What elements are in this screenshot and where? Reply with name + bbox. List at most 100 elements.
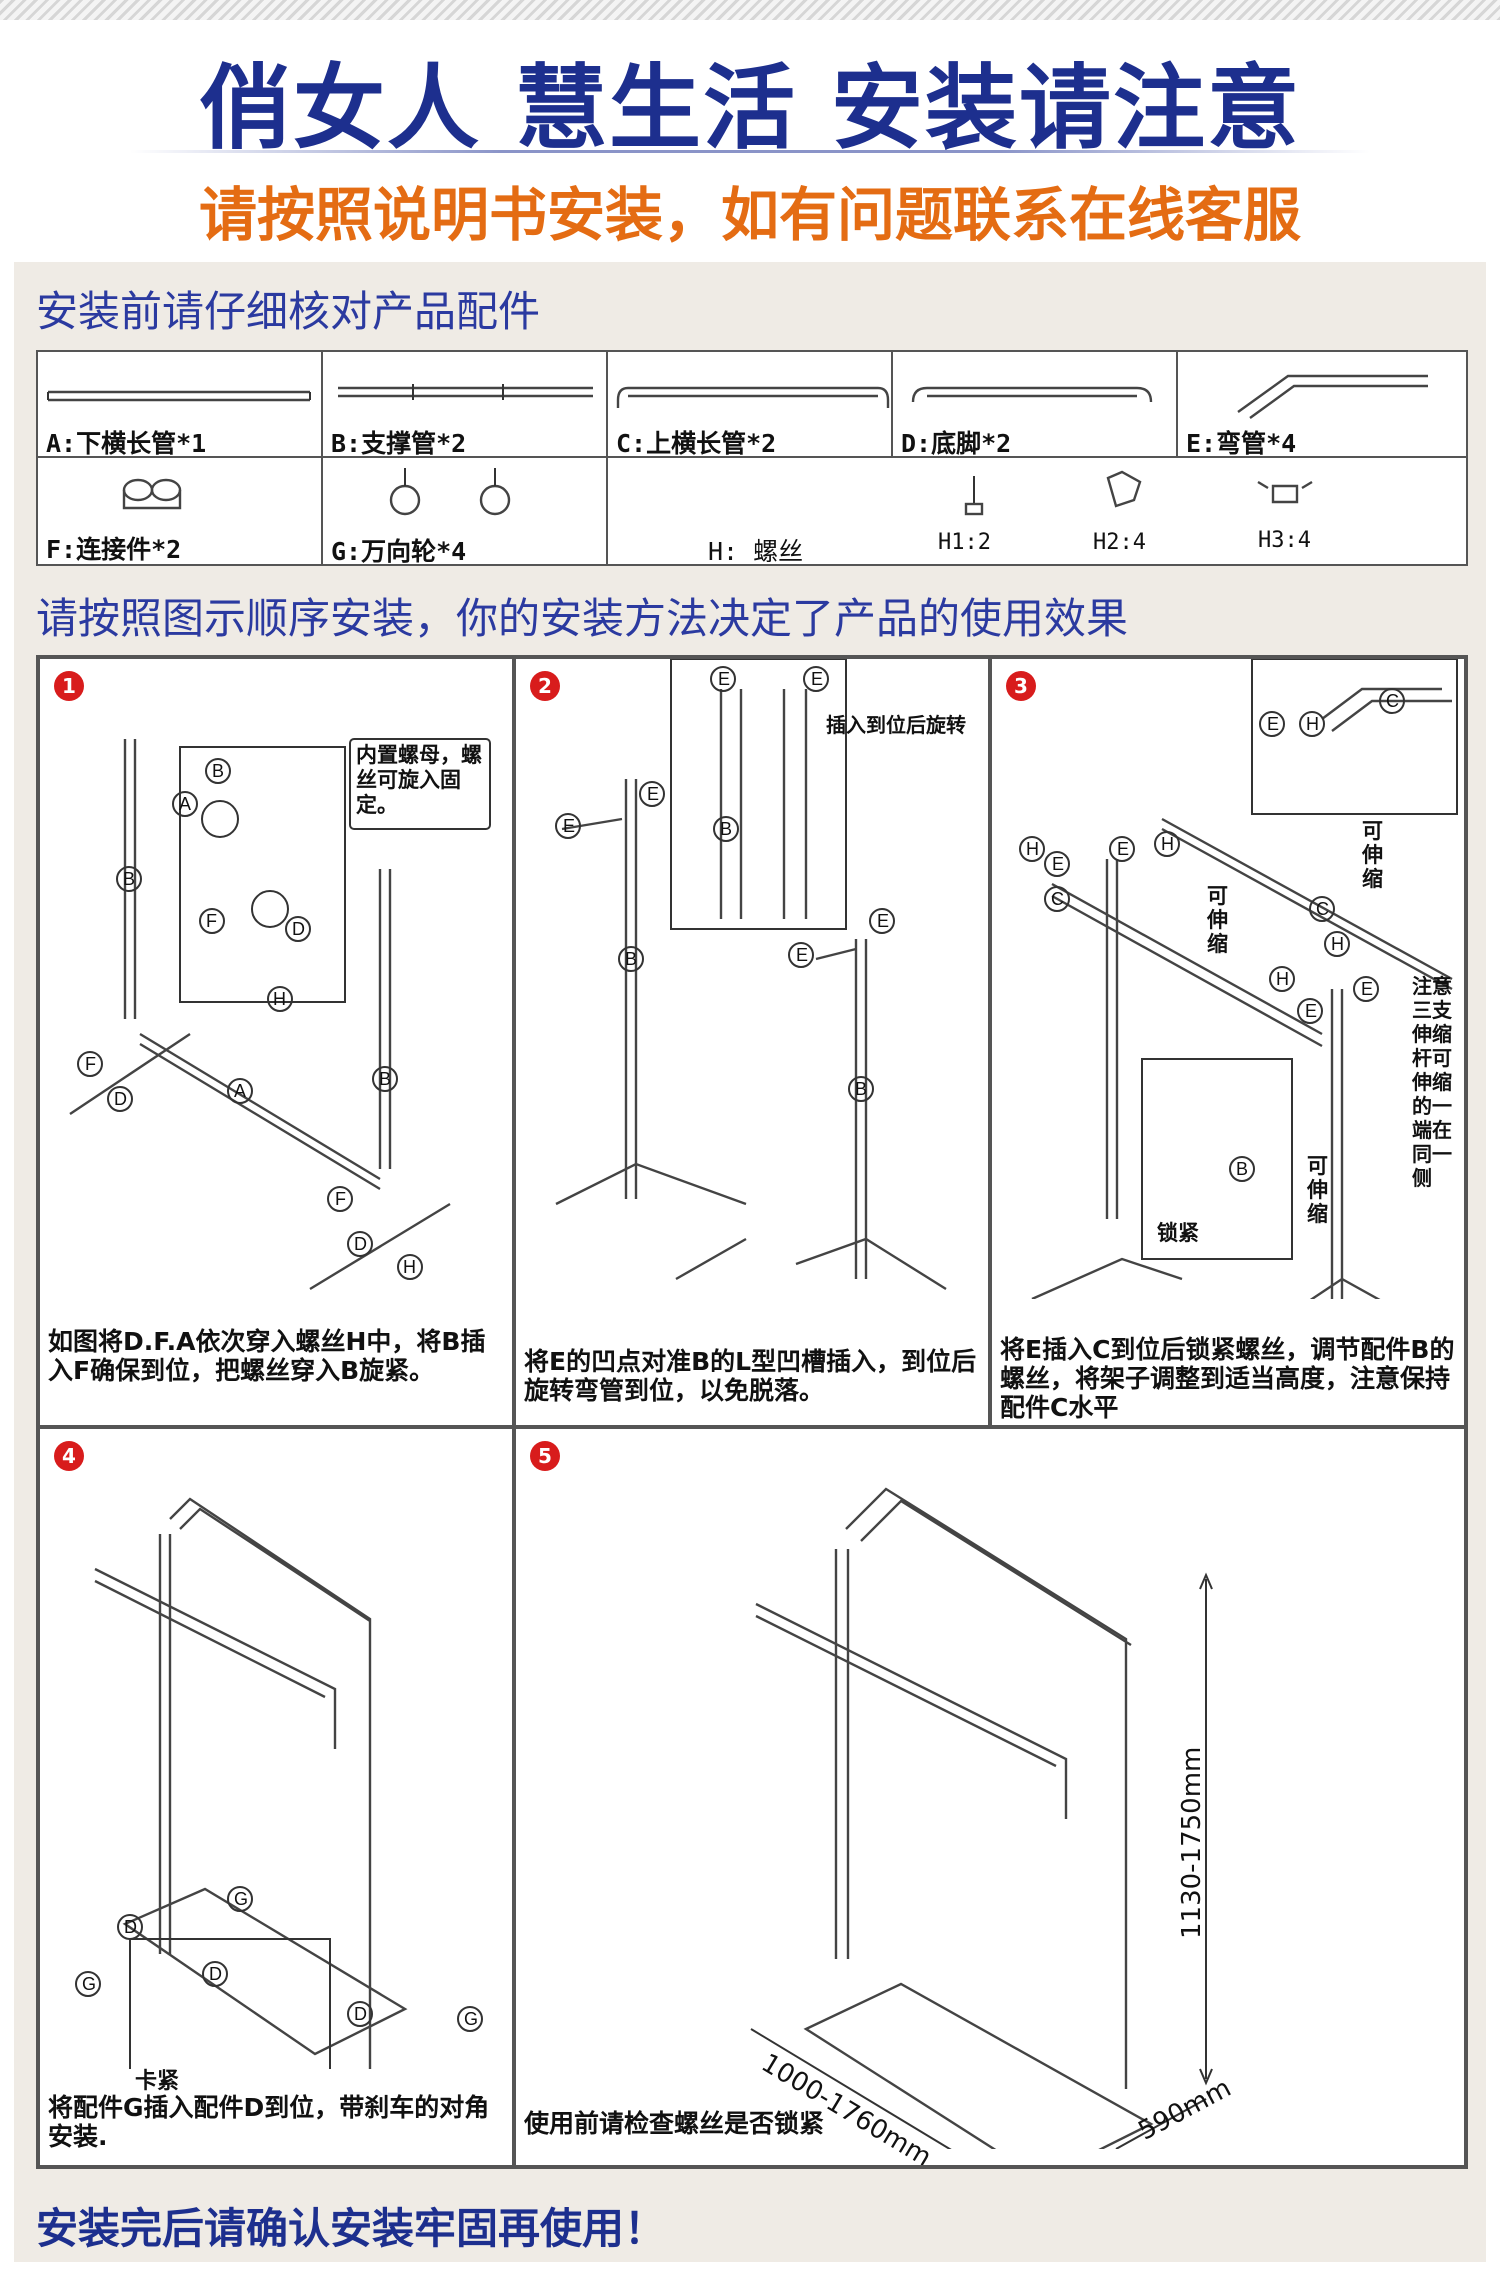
step-5-height-dim: 1130-1750mm — [1177, 1746, 1207, 1939]
step-number-badge: 1 — [54, 671, 84, 701]
step-3-lock-label: 锁紧 — [1157, 1221, 1199, 1245]
step-4-diagram: D G G D G D G G — [75, 1497, 483, 2069]
screw-h1-label: H1:2 — [938, 530, 991, 555]
top-stripe — [0, 0, 1500, 20]
base-foot-icon — [911, 386, 1153, 403]
svg-text:B: B — [379, 1069, 391, 1089]
part-cell-c: C:上横长管*2 — [608, 352, 893, 458]
footer-warning: 安装完后请确认安装牢固再使用！ — [36, 2204, 667, 2253]
svg-text:D: D — [354, 1234, 367, 1254]
parts-table: A:下横长管*1 B:支撑管*2 C:上横长管*2 D:底脚*2 E:弯管*4 … — [36, 350, 1468, 566]
svg-text:D: D — [124, 1917, 137, 1937]
page-title: 俏女人 慧生活 安装请注意 — [198, 55, 1302, 162]
step-1-caption: 如图将D.F.A依次穿入螺丝H中，将B插入F确保到位，把螺丝穿入B旋紧。 — [48, 1327, 486, 1385]
parts-heading: 安装前请仔细核对产品配件 — [36, 287, 541, 336]
svg-text:B: B — [1236, 1159, 1248, 1179]
steps-grid: 1 B A F D H B B F D A F D H 内置螺母，螺丝可旋入固定… — [36, 655, 1468, 2169]
step-4-panel: 4 D G G D G D G G 卡紧 将配件G插入配件D到位，带刹车的对角安… — [38, 1427, 514, 2167]
part-cell-b: B:支撑管*2 — [323, 352, 608, 458]
part-cell-h: H: 螺丝 H1:2 H2:4 H3:4 — [608, 458, 1466, 566]
part-label: A:下横长管*1 — [46, 429, 207, 458]
step-number-badge: 4 — [54, 1441, 84, 1471]
step-3-extend-label-2: 可伸缩 — [1207, 884, 1228, 956]
svg-text:H: H — [1276, 969, 1289, 989]
step-3-diagram: E H C H E C E H C H E H E B — [1019, 659, 1458, 1299]
part-label: C:上横长管*2 — [616, 429, 777, 458]
svg-text:C: C — [1051, 889, 1064, 909]
bent-tube-icon — [1237, 374, 1428, 419]
svg-text:G: G — [82, 1974, 96, 1994]
svg-text:E: E — [718, 669, 730, 689]
part-label: F:连接件*2 — [46, 535, 182, 564]
part-cell-g: G:万向轮*4 — [323, 458, 608, 566]
svg-text:G: G — [234, 1889, 248, 1909]
lower-tube-icon — [47, 390, 311, 402]
step-1-panel: 1 B A F D H B B F D A F D H 内置螺母，螺丝可旋入固定… — [38, 657, 514, 1427]
svg-text:D: D — [354, 2004, 367, 2024]
svg-text:E: E — [1052, 854, 1064, 874]
svg-text:B: B — [720, 819, 732, 839]
svg-text:C: C — [1316, 899, 1329, 919]
upper-tube-icon — [616, 386, 890, 408]
screw-h3-label: H3:4 — [1258, 528, 1311, 553]
step-2-callout: 插入到位后旋转 — [826, 713, 966, 737]
svg-text:B: B — [123, 869, 135, 889]
svg-text:H: H — [1306, 714, 1319, 734]
part-cell-a: A:下横长管*1 — [38, 352, 323, 458]
step-5-diagram — [750, 1487, 1213, 2149]
steps-heading: 请按照图示顺序安装，你的安装方法决定了产品的使用效果 — [36, 594, 1129, 643]
svg-text:E: E — [796, 945, 808, 965]
step-number-badge: 3 — [1006, 671, 1036, 701]
step-5-panel: 5 1130-1750mm 1000-1760mm 590mm 使用前请检查螺丝… — [514, 1427, 1466, 2167]
step-5-caption: 使用前请检查螺丝是否锁紧 — [524, 2109, 825, 2138]
part-label: D:底脚*2 — [901, 429, 1012, 458]
step-1-diagram: B A F D H B B F D A F D H — [69, 738, 491, 1291]
svg-text:H: H — [1026, 839, 1039, 859]
step-3-note: 注意三支伸缩杆可伸缩的一端在同一侧 — [1412, 974, 1452, 1190]
svg-text:H: H — [403, 1257, 416, 1277]
step-4-lock-label: 卡紧 — [135, 2069, 180, 2094]
svg-text:F: F — [335, 1189, 346, 1209]
support-tube-icon — [338, 384, 593, 400]
part-cell-f: F:连接件*2 — [38, 458, 323, 564]
step-3-extend-label-3: 可伸缩 — [1307, 1154, 1328, 1226]
step-2-panel: 2 E E B E E B E E B 插入到位后旋转 将E的凹点对准B的L型凹… — [514, 657, 990, 1427]
svg-text:F: F — [206, 911, 217, 931]
part-label: G:万向轮*4 — [331, 537, 467, 566]
svg-text:E: E — [1267, 714, 1279, 734]
svg-text:D: D — [114, 1089, 127, 1109]
part-cell-e: E:弯管*4 — [1178, 352, 1466, 458]
part-label: B:支撑管*2 — [331, 429, 467, 458]
step-3-panel: 3 E H C H E C E H C H E H E B 可伸缩 可伸缩 — [990, 657, 1466, 1427]
svg-text:F: F — [85, 1054, 96, 1074]
title-divider — [130, 150, 1370, 153]
svg-text:H: H — [1161, 834, 1174, 854]
svg-text:D: D — [209, 1964, 222, 1984]
part-label: H: 螺丝 — [708, 537, 804, 566]
svg-text:E: E — [877, 911, 889, 931]
svg-text:B: B — [855, 1079, 867, 1099]
svg-text:E: E — [647, 784, 659, 804]
svg-text:A: A — [234, 1081, 246, 1101]
connector-icon — [122, 478, 182, 510]
svg-text:H: H — [1331, 934, 1344, 954]
svg-text:A: A — [179, 794, 191, 814]
step-2-diagram: E E B E E B E E B — [555, 659, 947, 1291]
caster-wheel-icon — [389, 468, 511, 516]
step-number-badge: 2 — [530, 671, 560, 701]
svg-text:G: G — [464, 2009, 478, 2029]
svg-text:E: E — [1305, 1001, 1317, 1021]
part-cell-d: D:底脚*2 — [893, 352, 1178, 458]
screw-h2-label: H2:4 — [1093, 530, 1146, 555]
svg-text:E: E — [563, 816, 575, 836]
screws-icon — [964, 470, 1313, 516]
step-3-extend-label: 可伸缩 — [1362, 819, 1383, 891]
part-label: E:弯管*4 — [1186, 429, 1297, 458]
step-2-caption: 将E的凹点对准B的L型凹槽插入，到位后旋转弯管到位，以免脱落。 — [524, 1347, 977, 1405]
step-3-caption: 将E插入C到位后锁紧螺丝，调节配件B的螺丝，将架子调整到适当高度，注意保持配件C… — [1000, 1335, 1455, 1422]
svg-text:H: H — [273, 989, 286, 1009]
step-4-caption: 将配件G插入配件D到位，带刹车的对角安装. — [48, 2093, 490, 2151]
svg-text:E: E — [811, 669, 823, 689]
svg-text:D: D — [292, 919, 305, 939]
svg-text:B: B — [625, 949, 637, 969]
